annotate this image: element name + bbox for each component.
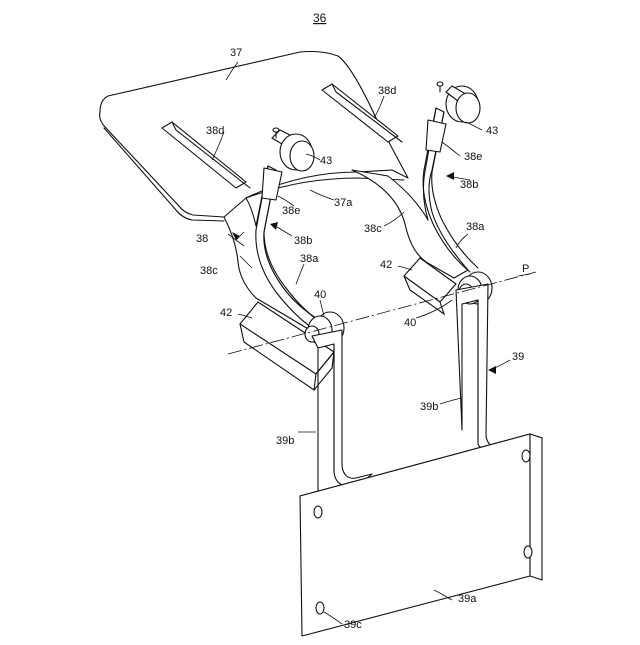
right-knob-pin-head [437,82,443,86]
figure-number: 36 [313,11,327,25]
label-37: 37 [230,47,242,59]
label-40-right: 40 [404,317,416,329]
label-38c-right: 38c [364,223,382,235]
label-38e-right: 38e [464,151,482,163]
bottom-plate-39a-side [530,434,542,580]
label-42-right: 42 [380,259,392,271]
label-38a-right: 38a [466,221,485,233]
label-38: 38 [196,233,208,245]
label-39: 39 [512,351,524,363]
arrow-38b-left [270,222,278,230]
label-38e-left: 38e [282,205,300,217]
label-37a: 37a [334,197,353,209]
label-43-right: 43 [486,125,498,137]
label-43-left: 43 [320,155,332,167]
label-39b-right: 39b [420,401,438,413]
label-p: P [522,263,529,275]
label-39a: 39a [458,593,477,605]
label-38a-left: 38a [300,253,319,265]
arrow-39 [488,366,496,374]
label-38b-left: 38b [294,235,312,247]
left-knob-face [290,141,314,171]
right-hanger-39b [456,284,514,453]
label-40-left: 40 [314,289,326,301]
label-42-left: 42 [220,307,232,319]
right-arm-end-38e [426,120,446,152]
label-38c-left: 38c [200,265,218,277]
label-39b-left: 39b [276,435,294,447]
label-38b-right: 38b [460,179,478,191]
label-38d-left: 38d [206,125,224,137]
top-plate-37 [100,52,408,218]
left-knob-pin-head [273,128,279,132]
label-39c: 39c [344,619,362,631]
arrow-38b-right [446,172,454,180]
label-38d-right: 38d [378,85,396,97]
left-arm-end-38e [262,168,282,200]
right-knob-face [456,93,480,123]
